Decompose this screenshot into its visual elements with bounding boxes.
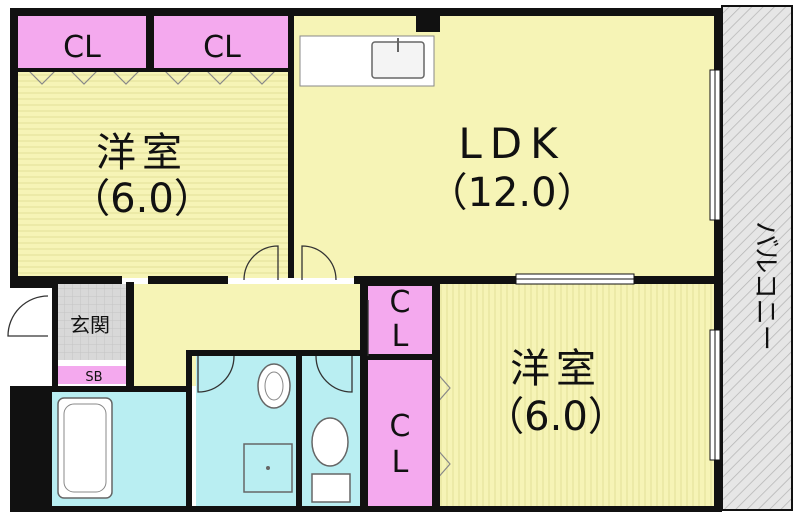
closet-label-lower-l: L (392, 445, 409, 480)
walls (10, 8, 722, 512)
bathtub-icon (57, 397, 113, 499)
room-name-ldk: LDK (458, 119, 565, 168)
sink-icon (371, 38, 425, 79)
room-name-western-2: 洋室 (510, 346, 602, 392)
closet-door-icon (435, 371, 451, 481)
toilet-icon (311, 417, 351, 503)
balcony (721, 5, 793, 511)
shoe-box-label: SB (85, 370, 102, 385)
closet-label-hall-l: L (392, 319, 409, 354)
entrance-label: 玄関 (70, 313, 110, 337)
room-name-western-1: 洋室 (96, 130, 188, 176)
closet-door-icon (27, 69, 141, 85)
closet-label-lower-c: C (390, 409, 411, 444)
closet-lower (368, 360, 451, 506)
ldk-room (290, 16, 716, 278)
closet-label-top-left: CL (63, 30, 101, 65)
balcony-label: バルコニー (750, 221, 780, 350)
room-size-western-1: （6.0） (70, 176, 214, 222)
closet-door-icon (163, 69, 277, 85)
toilet-room (302, 356, 362, 506)
shoe-box (58, 366, 130, 384)
door-icon (7, 245, 369, 393)
closet-label-top-middle: CL (203, 30, 241, 65)
western-room-1 (18, 68, 290, 278)
washbasin-icon (257, 363, 291, 409)
western-room-2 (438, 284, 716, 506)
room-size-western-2: （6.0） (484, 394, 628, 440)
washer-icon (243, 443, 293, 493)
closet-top-left (18, 16, 146, 85)
entrance-area (58, 284, 130, 360)
washroom (196, 356, 296, 506)
window (515, 69, 721, 461)
closet-hall (368, 284, 434, 354)
bathroom (52, 390, 190, 506)
closet-top-middle (154, 16, 290, 85)
closet-label-hall-c: C (390, 285, 411, 320)
room-size-ldk: （12.0） (427, 170, 596, 216)
